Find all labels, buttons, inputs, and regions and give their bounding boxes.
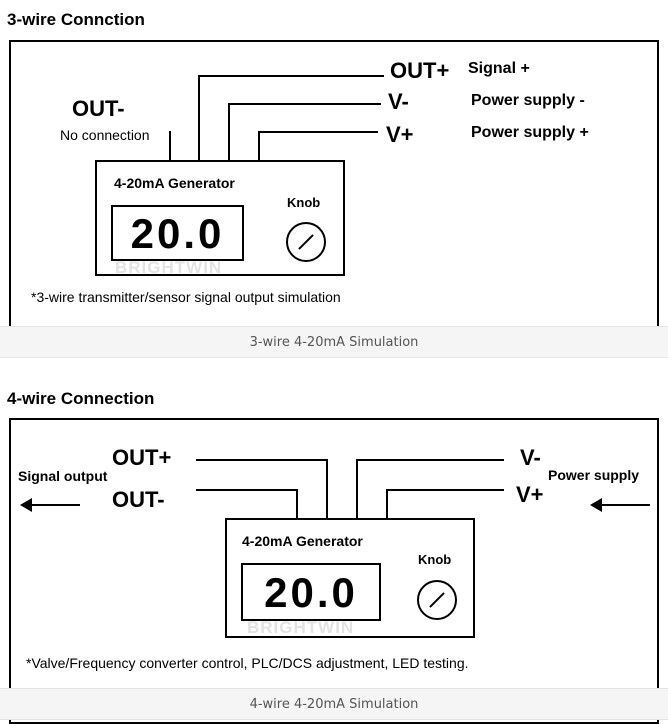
- three-wire-caption: 3-wire 4-20mA Simulation: [249, 335, 419, 350]
- four-wire-out-plus-label: OUT+: [112, 445, 172, 470]
- four-wire-caption-bar: [0, 688, 668, 720]
- brand-watermark: BRIGHTWIN: [247, 618, 355, 637]
- generator-title: 4-20mA Generator: [242, 533, 363, 549]
- wire-v-minus-h: [356, 459, 504, 461]
- display-value: 20.0: [130, 210, 225, 257]
- wire-out-plus-h: [198, 75, 384, 77]
- wire-v-plus-h: [258, 131, 378, 133]
- wire-v-minus-v: [356, 459, 358, 519]
- four-wire-title: 4-wire Connection: [7, 389, 155, 408]
- digital-display: 20.0: [111, 205, 244, 261]
- four-wire-out-minus-label: OUT-: [112, 487, 165, 512]
- three-wire-signal-plus-label: Signal +: [468, 60, 530, 77]
- wire-out-minus-v: [296, 489, 298, 519]
- four-wire-v-plus-label: V+: [516, 482, 544, 507]
- three-wire-power-minus-label: Power supply -: [471, 92, 585, 109]
- knob-label: Knob: [418, 552, 452, 567]
- wire-out-minus-stub: [169, 131, 171, 161]
- four-wire-power-supply-label: Power supply: [548, 467, 640, 483]
- power-supply-arrow: [590, 498, 650, 512]
- generator-title: 4-20mA Generator: [114, 175, 235, 191]
- three-wire-generator-box: 4-20mA Generator 20.0 Knob BRIGHTWIN: [95, 160, 345, 277]
- three-wire-no-connection-label: No connection: [60, 127, 150, 143]
- four-wire-diagram-frame: [9, 418, 659, 724]
- four-wire-signal-output-label: Signal output: [18, 468, 108, 484]
- three-wire-v-plus-label: V+: [386, 122, 414, 147]
- three-wire-caption-bar: [0, 326, 668, 358]
- four-wire-generator-box: 4-20mA Generator 20.0 Knob BRIGHTWIN: [225, 518, 475, 638]
- four-wire-caption: 4-wire 4-20mA Simulation: [249, 697, 419, 712]
- four-wire-note: *Valve/Frequency converter control, PLC/…: [26, 655, 469, 671]
- three-wire-out-minus-label: OUT-: [72, 96, 125, 121]
- four-wire-v-minus-label: V-: [520, 445, 541, 470]
- three-wire-title: 3-wire Connction: [7, 10, 145, 29]
- three-wire-power-plus-label: Power supply +: [471, 124, 589, 141]
- knob-icon: [286, 222, 326, 262]
- three-wire-out-plus-label: OUT+: [390, 58, 450, 83]
- signal-output-arrow: [20, 498, 80, 512]
- three-wire-note: *3-wire transmitter/sensor signal output…: [31, 289, 341, 305]
- display-value: 20.0: [264, 569, 358, 616]
- wire-v-plus-h: [386, 489, 504, 491]
- wire-out-plus-h: [196, 459, 328, 461]
- knob-icon: [417, 580, 457, 620]
- wire-v-minus-v: [228, 103, 230, 161]
- wire-out-plus-v: [326, 459, 328, 519]
- brand-watermark: BRIGHTWIN: [115, 258, 223, 277]
- wire-out-plus-v: [198, 75, 200, 161]
- wire-v-plus-v: [258, 131, 260, 161]
- three-wire-v-minus-label: V-: [388, 89, 409, 114]
- knob-label: Knob: [287, 195, 321, 210]
- wire-out-minus-h: [196, 489, 298, 491]
- wire-v-plus-v: [386, 489, 388, 519]
- digital-display: 20.0: [241, 563, 381, 621]
- wire-v-minus-h: [228, 103, 381, 105]
